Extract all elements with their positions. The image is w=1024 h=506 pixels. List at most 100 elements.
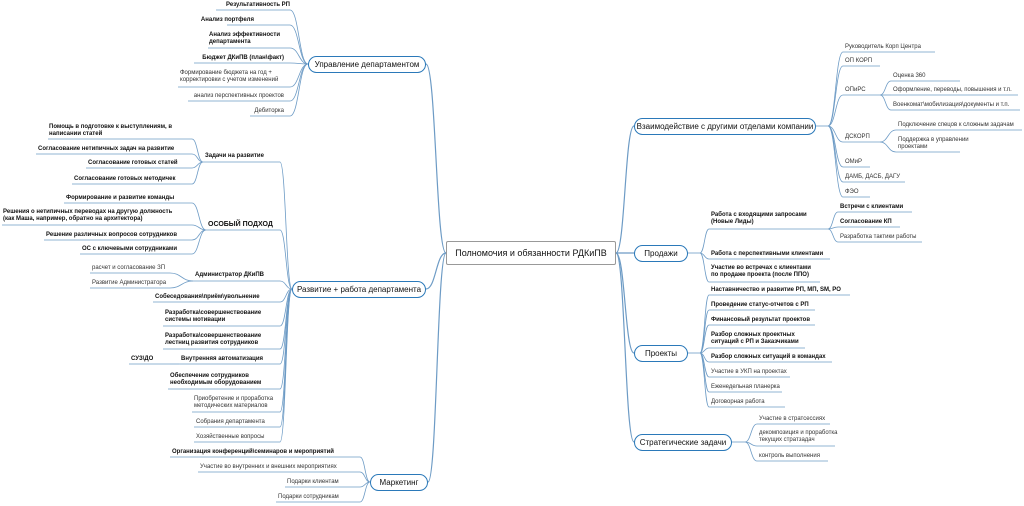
razv-osobiy[interactable]: ОСОБЫЙ ПОДХОД xyxy=(208,221,273,228)
link-osobiy xyxy=(279,229,293,290)
proj-leaf-1[interactable]: Наставничество и развитие РП, МП, SM, PO xyxy=(711,287,841,293)
pr-incoming[interactable]: Работа с входящими запросами (Новые Лиды… xyxy=(711,212,807,225)
link-root-vzaim xyxy=(615,125,635,254)
razv-item-8[interactable]: Хозяйственные вопросы xyxy=(196,434,265,440)
vz-leaf-5[interactable]: ОМиР xyxy=(845,159,863,165)
razv-osobiy-4[interactable]: ОС с ключевыми сотрудниками xyxy=(82,246,178,252)
proj-leaf-2[interactable]: Проведение статус-отчетов с РП xyxy=(711,302,809,308)
strat-leaf-3[interactable]: контроль выполнения xyxy=(759,453,820,459)
razv-zadachi-1[interactable]: Помощь в подготовке к выступлениям, в на… xyxy=(49,124,173,137)
leaf-connector-3 xyxy=(289,24,309,65)
link-root-strat xyxy=(615,252,635,443)
branch-label: Взаимодействие с другими отделами компан… xyxy=(636,122,814,131)
leaf-connector-7 xyxy=(289,62,309,65)
pr-in-1[interactable]: Встречи с клиентами xyxy=(840,204,904,210)
proj-leaf-3[interactable]: Финансовый результат проектов xyxy=(711,317,811,323)
link-admin xyxy=(279,280,293,290)
proj-leaf-8[interactable]: Договорная работа xyxy=(711,399,765,405)
upr-leaf-5[interactable]: Формирование бюджета на год + корректиро… xyxy=(180,70,279,83)
vz-leaf-3[interactable]: ОПиРС xyxy=(845,87,866,93)
mkt-leaf-3[interactable]: Подарки клиентам xyxy=(287,479,339,485)
vz-opirs-1[interactable]: Оценка 360 xyxy=(893,73,926,79)
razv-item-7[interactable]: Собрания департамента xyxy=(196,419,265,425)
upr-leaf-1[interactable]: Результативность РП xyxy=(226,2,290,8)
vz-leaf-4[interactable]: ДСКОРП xyxy=(845,134,870,140)
link-root-upravlenie xyxy=(425,63,447,254)
razv-admin-1[interactable]: расчет и согласование ЗП xyxy=(92,265,166,271)
branch-strat[interactable]: Стратегические задачи xyxy=(634,434,732,451)
razv-osobiy-1[interactable]: Формирование и развитие команды xyxy=(66,195,175,201)
upr-leaf-3[interactable]: Анализ эффективности департамента xyxy=(209,32,281,45)
leaf-connector-71 xyxy=(827,125,844,198)
razv-item-6[interactable]: Приобретение и проработка методических м… xyxy=(194,396,274,409)
vz-leaf-2[interactable]: ОП КОРП xyxy=(845,58,873,64)
pr-leaf-1[interactable]: Работа с перспективными клиентами xyxy=(711,251,824,257)
branch-label: Стратегические задачи xyxy=(639,438,727,447)
razv-item-5[interactable]: Обеспечение сотрудников необходимым обор… xyxy=(170,373,262,386)
branch-label: Продажи xyxy=(644,249,678,258)
pr-in-3[interactable]: Разработка тактики работы xyxy=(840,234,917,240)
branch-upravlenie[interactable]: Управление департаментом xyxy=(308,56,426,73)
proj-leaf-5[interactable]: Разбор сложных ситуаций в командах xyxy=(711,354,826,360)
razv-suz[interactable]: СУЗ\ДО xyxy=(131,356,154,362)
proj-leaf-6[interactable]: Участие в УКП на проектах xyxy=(711,369,787,375)
vz-dskorp-2[interactable]: Поддержка в управлении проектами xyxy=(898,137,969,150)
branch-proekty[interactable]: Проекты xyxy=(634,345,688,362)
leaf-connector-81 xyxy=(879,141,897,153)
vz-opirs-2[interactable]: Оформление, переводы, повышения и т.п. xyxy=(893,87,1012,93)
vz-leaf-6[interactable]: ДАМБ, ДАСБ, ДАГУ xyxy=(845,174,900,180)
leaf-connector-63 xyxy=(827,94,844,127)
link-zadachi xyxy=(279,161,293,290)
leaf-connector-111 xyxy=(744,423,758,443)
razv-admin-2[interactable]: Развитие Администратора xyxy=(92,280,167,286)
razv-osobiy-2[interactable]: Решения о нетипичных переводах на другую… xyxy=(3,209,173,222)
vz-leaf-1[interactable]: Руководитель Корп Центра xyxy=(845,44,921,50)
razv-zadachi-3[interactable]: Согласование готовых статей xyxy=(88,160,178,166)
leaf-connector-107 xyxy=(699,352,710,393)
link-root-proekty xyxy=(615,252,635,354)
leaf-connector-99 xyxy=(699,324,710,354)
leaf-connector-61 xyxy=(827,65,844,127)
branch-vzaim[interactable]: Взаимодействие с другими отделами компан… xyxy=(634,118,816,135)
strat-leaf-2[interactable]: декомпозиция и проработка текущих стратз… xyxy=(759,430,838,443)
razv-admin[interactable]: Администратор ДКиПВ xyxy=(195,272,264,278)
branch-label: Развитие + работа департамента xyxy=(296,285,422,294)
leaf-connector-83 xyxy=(699,228,710,254)
vz-dskorp-1[interactable]: Подключение спецов к сложным задачам xyxy=(898,122,1014,128)
mkt-leaf-2[interactable]: Участие во внутренних и внешних мероприя… xyxy=(200,464,337,470)
branch-marketing[interactable]: Маркетинг xyxy=(370,474,428,491)
leaf-connector-109 xyxy=(699,352,710,408)
proj-leaf-7[interactable]: Еженедельная планерка xyxy=(711,384,780,390)
strat-leaf-1[interactable]: Участие в стратсессиях xyxy=(759,416,826,422)
razv-item-1[interactable]: Собеседования\приём\увольнение xyxy=(155,294,260,300)
mkt-leaf-1[interactable]: Организация конференций\семинаров и меро… xyxy=(172,449,334,455)
razv-zadachi-4[interactable]: Согласование готовых методичек xyxy=(74,176,176,182)
razv-osobiy-3[interactable]: Решение различных вопросов сотрудников xyxy=(46,232,178,238)
upr-leaf-6[interactable]: анализ перспективных проектов xyxy=(193,93,284,99)
leaf-connector-11 xyxy=(289,63,309,102)
leaf-connector-31 xyxy=(169,272,194,282)
pr-leaf-2[interactable]: Участие во встречах с клиентами по прода… xyxy=(711,265,811,278)
mkt-leaf-4[interactable]: Подарки сотрудникам xyxy=(278,494,339,500)
razv-item-2[interactable]: Разработка\совершенствование системы мот… xyxy=(165,310,262,323)
leaf-connector-15 xyxy=(191,138,204,163)
vz-leaf-7[interactable]: ФЭО xyxy=(845,189,859,195)
branch-razvitie[interactable]: Развитие + работа департамента xyxy=(292,281,426,298)
razv-zadachi-2[interactable]: Согласование нетипичных задач на развити… xyxy=(38,146,175,152)
razv-item-3[interactable]: Разработка\совершенствование лестниц раз… xyxy=(165,333,262,346)
root-node[interactable]: Полномочия и обязанности РДКиПВ xyxy=(446,241,616,265)
branch-prodazhi[interactable]: Продажи xyxy=(634,245,688,262)
razv-zadachi[interactable]: Задачи на развитие xyxy=(205,153,264,159)
upr-leaf-4[interactable]: Бюджет ДКиПВ (план\факт) xyxy=(202,55,284,61)
vz-opirs-3[interactable]: Военкомат\мобилизация\документы и т.п. xyxy=(893,102,1010,108)
leaf-connector-5 xyxy=(289,47,309,65)
razv-item-4[interactable]: Внутренняя автоматизация xyxy=(181,356,264,362)
pr-in-2[interactable]: Согласование КП xyxy=(840,219,892,225)
leaf-connector-1 xyxy=(289,9,309,65)
link-root-marketing xyxy=(427,252,447,483)
leaf-connector-77 xyxy=(879,94,892,111)
upr-leaf-2[interactable]: Анализ портфеля xyxy=(200,17,254,23)
proj-leaf-4[interactable]: Разбор сложных проектных ситуаций с РП и… xyxy=(711,332,799,345)
upr-leaf-7[interactable]: Дебиторка xyxy=(254,108,284,114)
